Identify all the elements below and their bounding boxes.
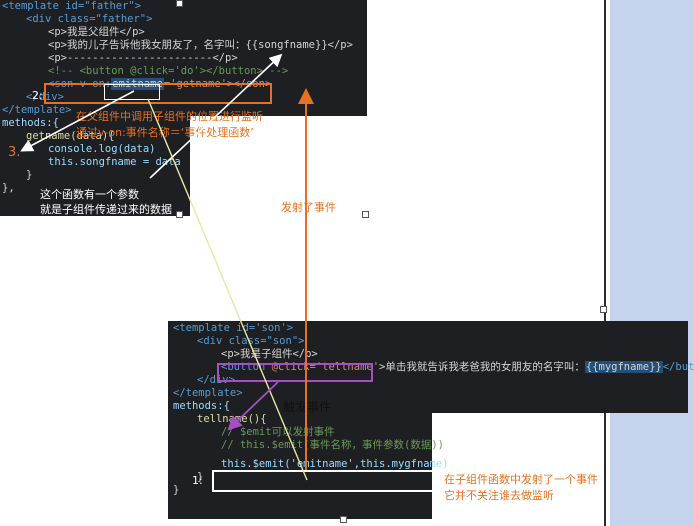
father-line-5: <p>-----------------------</p> <box>48 52 238 64</box>
listen-note-1: 在父组件中调用子组件的位置进行监听 <box>76 110 263 123</box>
resize-handle[interactable] <box>340 516 347 523</box>
param-note-1: 这个函数有一个参数 <box>40 188 139 201</box>
resize-handle[interactable] <box>600 306 607 313</box>
emit-note-1: 在子组件函数中发射了一个事件 <box>444 473 598 486</box>
param-note-2: 就是子组件传递过来的数据 <box>40 203 172 216</box>
son-line-7: methods:{ <box>173 400 230 412</box>
trigger-event-label: 触发事件 <box>283 400 332 414</box>
son-line-1: <template id='son'> <box>173 322 294 334</box>
emit-call-box <box>212 470 434 492</box>
step-1-marker: 1: <box>192 474 203 487</box>
father-line-3: <p>我是父组件</p> <box>48 26 145 38</box>
son-line-4d: {{mygfname}} <box>584 361 663 373</box>
son-line-4e: </button> <box>662 361 694 373</box>
listen-note-2: 通过v-on:事件名称＝‘事件处理函数’ <box>76 126 254 139</box>
window-divider <box>604 0 606 526</box>
father-line-1: <template id="father"> <box>2 0 142 12</box>
son-line-10: // this.$emit(事件名称，事件参数(数据)) <box>221 439 444 451</box>
son-line-4c: >单击我就告诉我老爸我的女朋友的名字叫： <box>379 361 585 373</box>
father-line-12: console.log(data) <box>48 143 156 155</box>
father-line-9: </template> <box>2 104 72 116</box>
father-line-15: }, <box>2 182 15 194</box>
son-line-3: <p>我是子组件</p> <box>221 348 318 360</box>
father-line-10: methods:{ <box>2 117 59 129</box>
resize-handle[interactable] <box>176 211 183 218</box>
step-3-marker: 3. <box>8 145 21 160</box>
father-line-14: } <box>26 169 33 181</box>
father-line-13: this.songfname = data <box>48 156 181 168</box>
father-line-4a: <p>我的儿子告诉他我女朋友了，名字叫： <box>48 39 246 51</box>
fired-event-label: 发射了事件 <box>281 201 336 214</box>
son-line-2: <div class="son"> <box>197 335 305 347</box>
father-line-2: <div class="father"> <box>26 13 153 25</box>
resize-handle[interactable] <box>362 211 369 218</box>
father-line-6: <!-- <button @click='do'></button> --> <box>48 65 289 77</box>
son-line-13: } <box>173 484 180 496</box>
emitname-listen-box <box>104 84 160 100</box>
step-2-marker: 2: <box>32 89 43 102</box>
right-side-pane <box>610 0 694 526</box>
son-line-6: </template> <box>173 387 243 399</box>
resize-handle[interactable] <box>176 0 183 7</box>
emit-note-2: 它并不关注谁去做监听 <box>444 489 554 502</box>
father-line-4c: </p> <box>327 39 353 51</box>
tellname-click-box <box>217 363 373 382</box>
father-line-4b: {{songfname}} <box>245 39 328 51</box>
son-line-9: // $emit可以发射事件 <box>221 426 335 438</box>
son-line-8: tellname(){ <box>197 413 267 425</box>
son-line-11: this.$emit('emitname',this.mygfname) <box>221 458 449 470</box>
